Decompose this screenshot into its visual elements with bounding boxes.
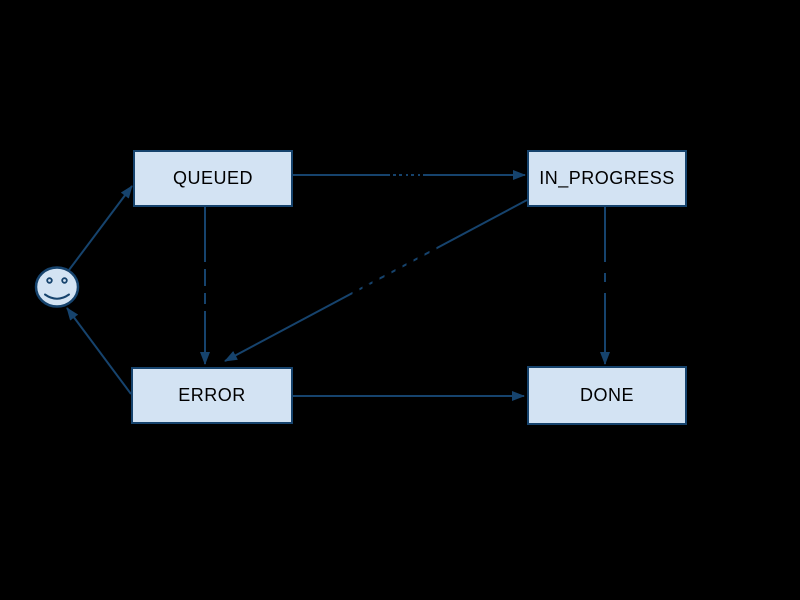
node-done: DONE — [527, 366, 687, 425]
node-error: ERROR — [131, 367, 293, 424]
node-in-progress: IN_PROGRESS — [527, 150, 687, 207]
smiley-face-icon — [34, 266, 80, 308]
edge-label-knockouts — [200, 170, 610, 311]
node-queued-label: QUEUED — [172, 168, 253, 188]
node-done-label: DONE — [579, 385, 634, 405]
edge-start-to-queued — [68, 185, 133, 271]
edge-error-to-start — [66, 307, 132, 395]
node-queued: QUEUED — [133, 150, 293, 207]
node-in-progress-label: IN_PROGRESS — [539, 168, 675, 188]
node-error-label: ERROR — [178, 385, 246, 405]
